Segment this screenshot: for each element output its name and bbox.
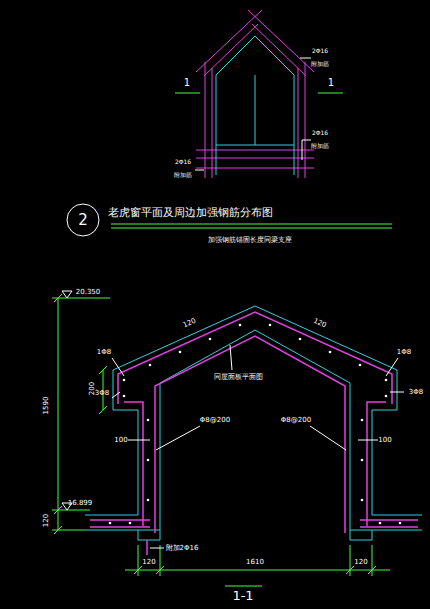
dimension: 120 — [44, 513, 51, 526]
detail-circle: 2 — [67, 204, 99, 236]
dimension: 1590 — [43, 396, 50, 414]
rebar-dot — [399, 522, 402, 525]
rebar-dot — [147, 499, 150, 502]
section-caption: 1-1 — [232, 589, 253, 602]
rebar-note: 附加筋 — [311, 143, 329, 149]
rebar-note: 附加2Φ16 — [166, 545, 199, 552]
rebar-note: Φ8@200 — [200, 417, 230, 424]
rebar-note: 3Φ8 — [409, 389, 423, 396]
rebar-dot — [239, 324, 242, 327]
rebar-dot — [129, 522, 132, 525]
note: 同屋面板平面图 — [214, 374, 263, 381]
dimension: 120 — [312, 317, 327, 329]
rebar-dot — [299, 338, 302, 341]
rebar-dot — [123, 395, 126, 398]
rebar-dot — [109, 522, 112, 525]
dimension: 1610 — [246, 559, 264, 566]
rebar-dot — [379, 522, 382, 525]
rebar-note: 附加筋 — [311, 61, 329, 67]
rebar-note: 2Φ16 — [312, 48, 328, 54]
dimension: 120 — [142, 559, 155, 566]
rebar-dot — [361, 419, 364, 422]
rebar-dot — [269, 324, 272, 327]
rebar-note: 2Φ16 — [312, 130, 328, 136]
dimension: 200 — [90, 381, 97, 394]
rebar-dot — [359, 364, 362, 367]
rebar-dot — [149, 364, 152, 367]
dimension: 100 — [378, 437, 391, 444]
rebar-note: 附加筋 — [174, 172, 192, 178]
dimension: 120 — [354, 559, 367, 566]
rebar-dot — [179, 351, 182, 354]
sub-note: 加强钢筋锚固长度同梁支座 — [208, 237, 292, 244]
elevation: 16.899 — [68, 500, 93, 507]
rebar-note: 1Φ8 — [397, 349, 411, 356]
dimension: 120 — [182, 317, 197, 329]
section-mark: 1 — [184, 78, 190, 88]
rebar-note: 3Φ8 — [95, 390, 109, 397]
rebar-dot — [361, 459, 364, 462]
dimension: 100 — [114, 437, 127, 444]
rebar-dot — [385, 379, 388, 382]
rebar-note: Φ8@200 — [281, 417, 311, 424]
section-mark: 1 — [328, 78, 334, 88]
drawing-title: 老虎窗平面及周边加强钢筋分布图 — [108, 207, 273, 218]
elevation: 20.350 — [76, 289, 101, 296]
rebar-dot — [147, 459, 150, 462]
rebar-dot — [209, 338, 212, 341]
rebar-note: 2Φ16 — [175, 159, 191, 165]
rebar-dot — [123, 379, 126, 382]
rebar-dot — [147, 419, 150, 422]
detail-number: 2 — [78, 213, 88, 228]
rebar-note: 1Φ8 — [97, 349, 111, 356]
rebar-dot — [361, 499, 364, 502]
rebar-dot — [385, 395, 388, 398]
rebar-dot — [329, 351, 332, 354]
